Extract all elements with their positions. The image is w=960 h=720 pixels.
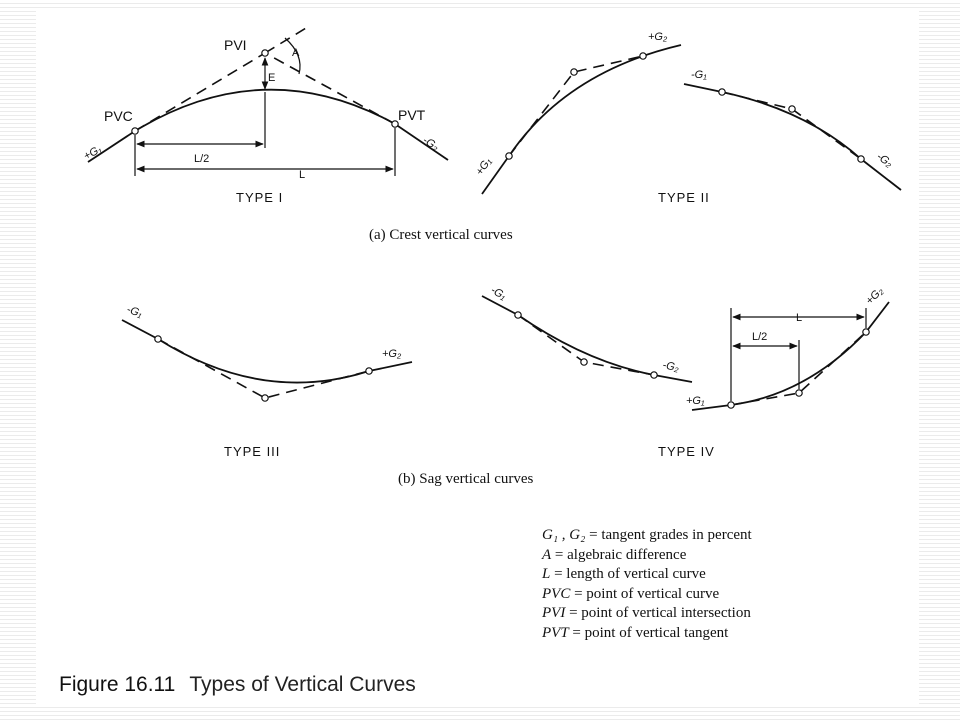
type3-g2-label: +G₂ <box>382 348 402 360</box>
type2-right-curve-line <box>683 83 902 191</box>
type-1-crest-curve: PVI PVC PVT A E L/2 L +G₁ -G₂ TYPE I <box>82 27 449 205</box>
type-2-right-curve: -G₁ -G₂ TYPE II <box>658 69 902 205</box>
type4-right-grade-tangents <box>730 331 867 406</box>
type-3-sag-curve: -G₁ +G₂ TYPE III <box>121 304 413 459</box>
type1-tangent-extension <box>264 27 307 54</box>
legend-item: PVT = point of vertical tangent <box>542 624 752 644</box>
type1-pvt-label: PVT <box>398 107 426 123</box>
type1-pvc-point <box>131 127 139 135</box>
type1-half-l-label: L/2 <box>194 153 209 165</box>
legend-item: L = length of vertical curve <box>542 565 752 585</box>
type3-start-point <box>154 335 162 343</box>
type4-half-l-label: L/2 <box>752 331 767 343</box>
type1-pvi-label: PVI <box>224 37 247 53</box>
legend-term: L <box>542 566 551 582</box>
type1-label: TYPE I <box>236 190 283 205</box>
type2-right-g1-label: -G₁ <box>691 69 707 81</box>
legend-term: PVC <box>542 585 571 602</box>
type2-label: TYPE II <box>658 190 710 205</box>
sag-subcaption: (b) Sag vertical curves <box>398 471 534 487</box>
type4-left-end-point <box>650 371 658 379</box>
type1-g2-label: -G₂ <box>420 134 441 153</box>
type2-left-curve-line <box>481 44 682 195</box>
figure-page: PVI PVC PVT A E L/2 L +G₁ -G₂ TYPE I +G₁… <box>36 10 919 706</box>
legend-term: PVT <box>542 624 569 641</box>
type2-right-end-point <box>857 155 865 163</box>
legend-item: A = algebraic difference <box>542 546 752 566</box>
type3-end-point <box>365 367 373 375</box>
type4-left-start-point <box>514 311 522 319</box>
type4-left-g1-label: -G₁ <box>489 284 509 303</box>
legend-item: PVC = point of vertical curve <box>542 585 752 605</box>
type2-left-pvi-point <box>570 68 578 76</box>
type4-label: TYPE IV <box>658 444 715 459</box>
legend-definition: = algebraic difference <box>554 546 687 563</box>
type2-left-grade-tangents <box>508 55 644 157</box>
figure-number: Figure 16.11 <box>59 673 176 696</box>
type1-l-label: L <box>299 169 305 181</box>
type2-left-g2-label: +G₂ <box>648 31 668 43</box>
type-2-left-curve: +G₁ +G₂ <box>474 31 682 195</box>
legend-definition: = point of vertical tangent <box>572 624 729 641</box>
type2-left-end-point <box>639 52 647 60</box>
type1-e-label: E <box>268 72 275 84</box>
figure-title: Types of Vertical Curves <box>189 673 416 696</box>
legend-definition: = point of vertical intersection <box>569 605 751 621</box>
type1-parabolic-curve <box>134 88 396 132</box>
type4-l-label: L <box>796 312 802 324</box>
legend-item: PVI = point of vertical intersection <box>542 604 752 624</box>
type-4-right-curve: L L/2 +G₁ +G₂ TYPE IV <box>658 285 890 459</box>
type4-left-g2-label: -G₂ <box>661 359 680 374</box>
type4-right-end-point <box>862 328 870 336</box>
legend-term: PVI <box>542 605 566 621</box>
crest-subcaption: (a) Crest vertical curves <box>369 227 513 243</box>
type4-left-grade-tangents <box>517 314 655 376</box>
type4-right-start-point <box>727 401 735 409</box>
legend-definition: = point of vertical curve <box>574 585 720 602</box>
type4-left-pvi-point <box>580 358 588 366</box>
legend-item: G₁ , G₂ = tangent grades in percent <box>542 526 752 546</box>
type1-angle-a-arc <box>284 37 301 75</box>
type3-pvi-point <box>261 394 269 402</box>
type2-right-grade-tangents <box>721 91 862 160</box>
legend-definition: = length of vertical curve <box>554 566 706 582</box>
legend-definition: = tangent grades in percent <box>589 527 752 543</box>
legend: G₁ , G₂ = tangent grades in percent A = … <box>542 526 752 643</box>
type4-right-pvi-point <box>795 389 803 397</box>
type4-left-curve-line <box>481 295 693 383</box>
type2-right-g2-label: -G₂ <box>874 151 895 171</box>
type1-pvc-label: PVC <box>104 108 133 124</box>
type4-right-g1-label: +G₁ <box>686 395 705 407</box>
vertical-curves-diagram: PVI PVC PVT A E L/2 L +G₁ -G₂ TYPE I +G₁… <box>82 27 902 487</box>
type1-exit-tangent <box>394 123 449 161</box>
type2-left-g1-label: +G₁ <box>474 155 495 177</box>
type2-right-pvi-point <box>788 105 796 113</box>
type2-left-start-point <box>505 152 513 160</box>
type1-a-label: A <box>292 47 300 59</box>
type3-g1-label: -G₁ <box>125 304 144 321</box>
type3-label: TYPE III <box>224 444 280 459</box>
legend-term: A <box>542 546 552 563</box>
figure-caption: Figure 16.11 Types of Vertical Curves <box>47 673 416 697</box>
type4-right-g2-label: +G₂ <box>864 285 887 308</box>
type3-grade-tangents <box>157 338 370 399</box>
type1-entry-tangent <box>87 130 136 163</box>
legend-term: G₁ , G₂ <box>542 527 586 543</box>
type-4-left-curve: -G₁ -G₂ <box>481 284 693 383</box>
type1-pvt-point <box>391 120 399 128</box>
type2-right-start-point <box>718 88 726 96</box>
type1-pvi-point <box>261 49 269 57</box>
